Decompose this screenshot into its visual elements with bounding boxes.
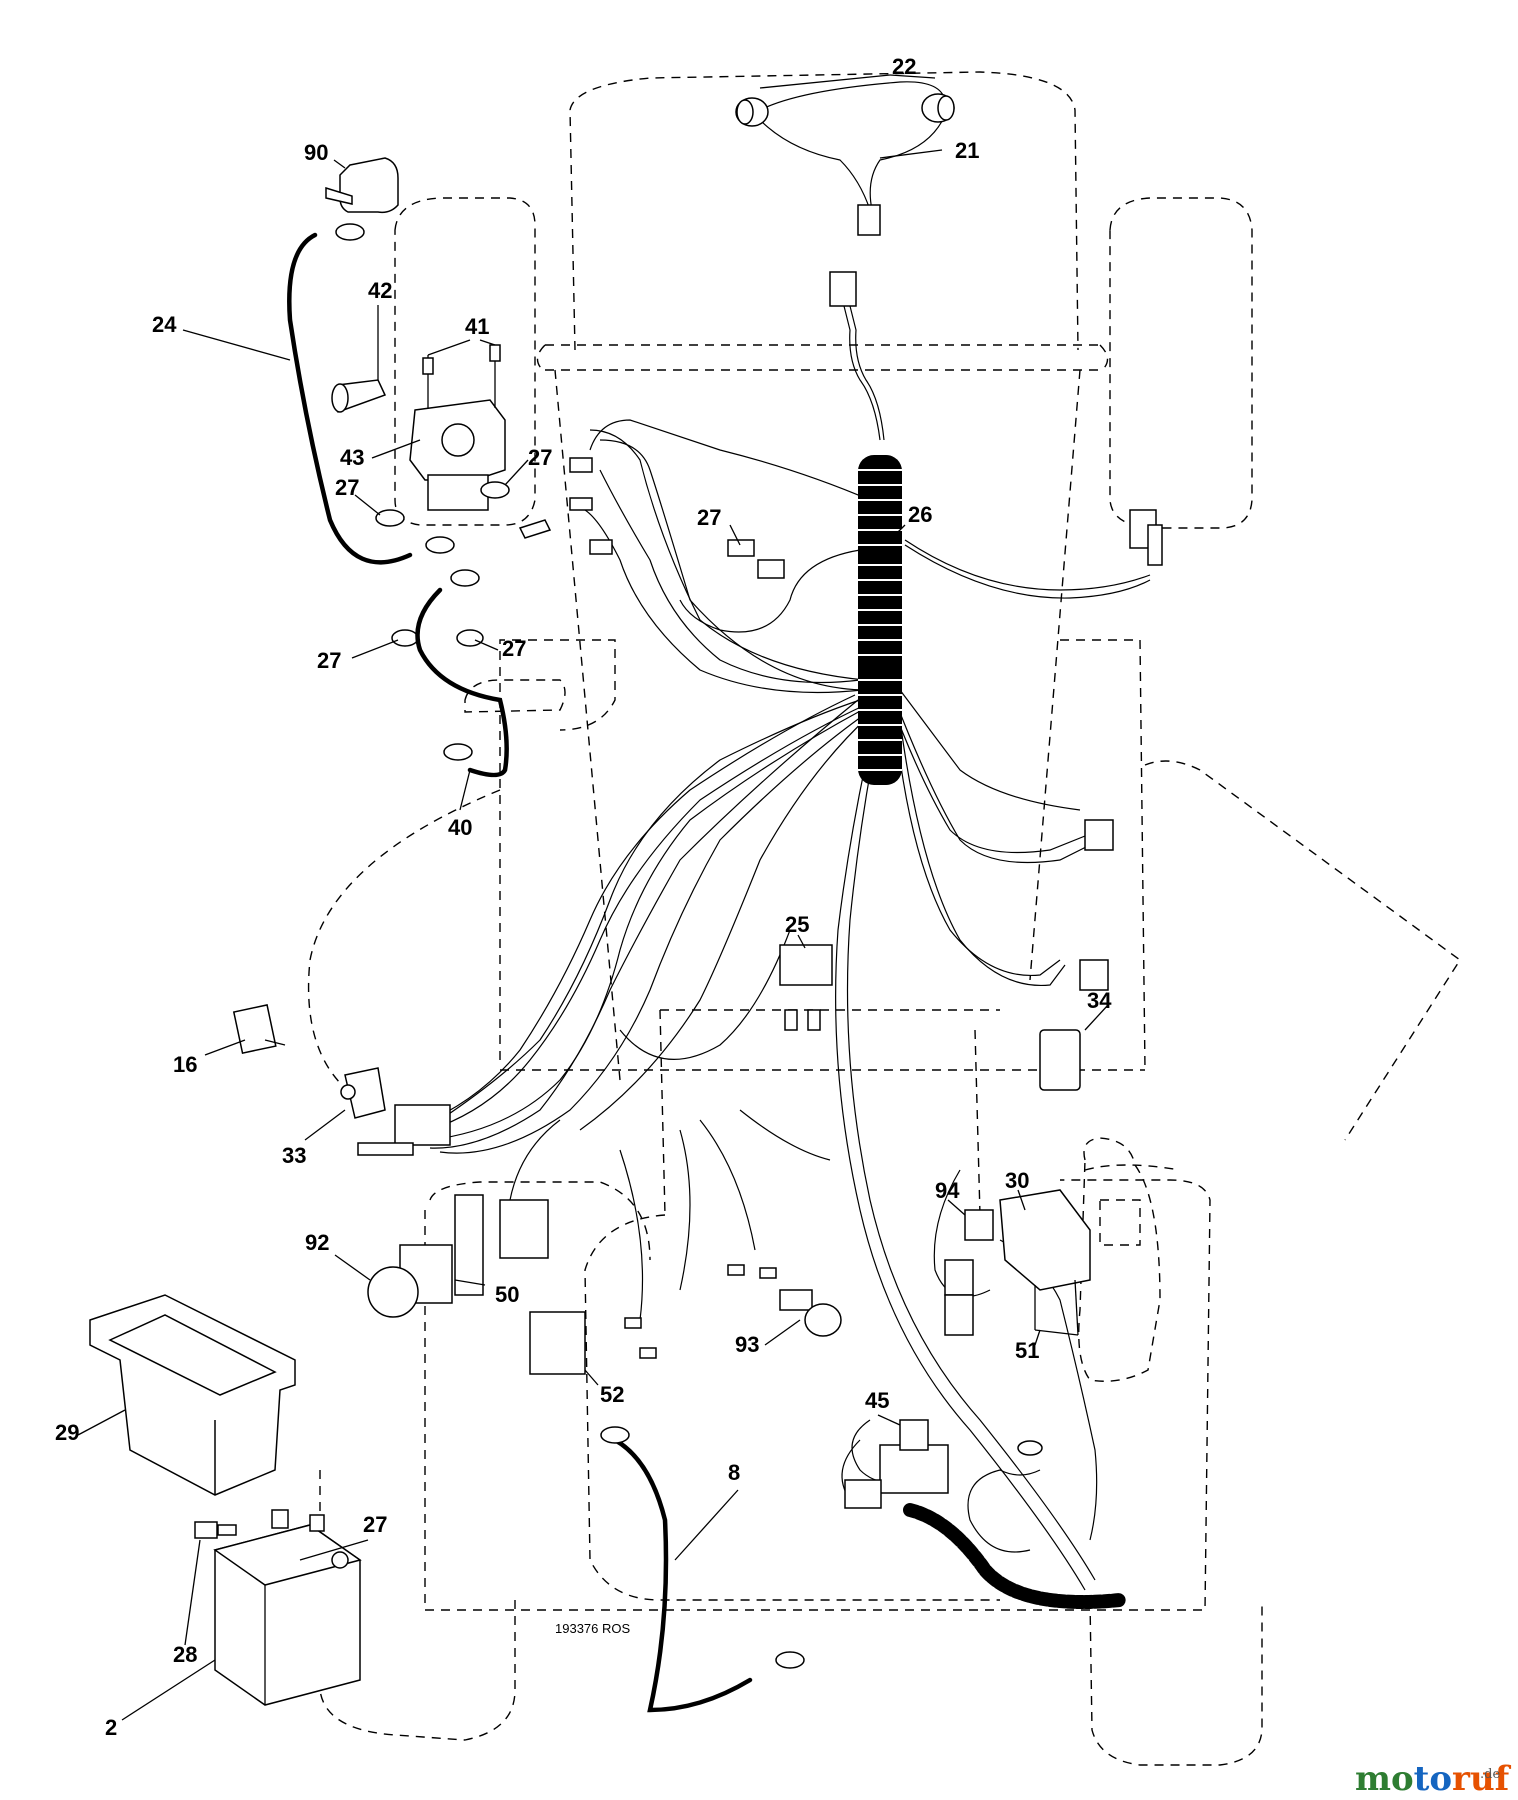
callout-21: 21 bbox=[955, 138, 979, 163]
wire-harness bbox=[419, 289, 1151, 1591]
callout-labels: 22 21 90 42 24 41 43 27 27 27 27 27 26 4… bbox=[55, 54, 1112, 1740]
watermark-logo: motoruf .de bbox=[1355, 1759, 1512, 1799]
callout-28: 8 bbox=[728, 1460, 740, 1485]
callout-25: 40 bbox=[448, 815, 472, 840]
callout-22: 22 bbox=[892, 54, 916, 79]
battery-and-tray bbox=[89, 1294, 362, 1706]
battery-cables bbox=[287, 223, 805, 1713]
callout-24: 24 bbox=[152, 312, 177, 337]
callout-40: 26 bbox=[908, 502, 932, 527]
callout-51: 50 bbox=[495, 1282, 519, 1307]
callout-30: 33 bbox=[282, 1143, 306, 1168]
svg-text:motoruf: motoruf bbox=[1355, 1759, 1512, 1799]
callout-34: 25 bbox=[785, 912, 809, 937]
callout-43: 43 bbox=[340, 445, 364, 470]
drawing-number: 193376 ROS bbox=[555, 1621, 630, 1636]
solenoid-assembly bbox=[325, 157, 552, 647]
callout-27-d: 27 bbox=[502, 636, 526, 661]
callout-33: 16 bbox=[173, 1052, 197, 1077]
callout-29: 45 bbox=[865, 1388, 889, 1413]
callout-50: 92 bbox=[305, 1230, 329, 1255]
callout-92: 94 bbox=[935, 1178, 960, 1203]
headlight-assembly bbox=[735, 81, 955, 307]
components bbox=[232, 457, 1163, 1609]
callout-45: 52 bbox=[600, 1382, 624, 1407]
callout-42: 42 bbox=[368, 278, 392, 303]
callout-16: 34 bbox=[1087, 988, 1112, 1013]
callout-26: 27 bbox=[697, 505, 721, 530]
callout-27-b: 27 bbox=[335, 475, 359, 500]
callout-41: 41 bbox=[465, 314, 489, 339]
callout-94: 30 bbox=[1005, 1168, 1029, 1193]
leader-lines bbox=[77, 74, 1109, 1721]
tractor-outline bbox=[307, 71, 1461, 1766]
callout-1: 2 bbox=[105, 1715, 117, 1740]
callout-93: 51 bbox=[1015, 1338, 1039, 1363]
wire-loom bbox=[858, 455, 902, 785]
callout-27-c: 27 bbox=[317, 648, 341, 673]
callout-8: 29 bbox=[55, 1420, 79, 1445]
callout-90: 90 bbox=[304, 140, 328, 165]
callout-52: 93 bbox=[735, 1332, 759, 1357]
callout-2: 28 bbox=[173, 1642, 197, 1667]
svg-text:.de: .de bbox=[1480, 1767, 1500, 1782]
callout-27-e: 27 bbox=[363, 1512, 387, 1537]
callout-27-a: 27 bbox=[528, 445, 552, 470]
